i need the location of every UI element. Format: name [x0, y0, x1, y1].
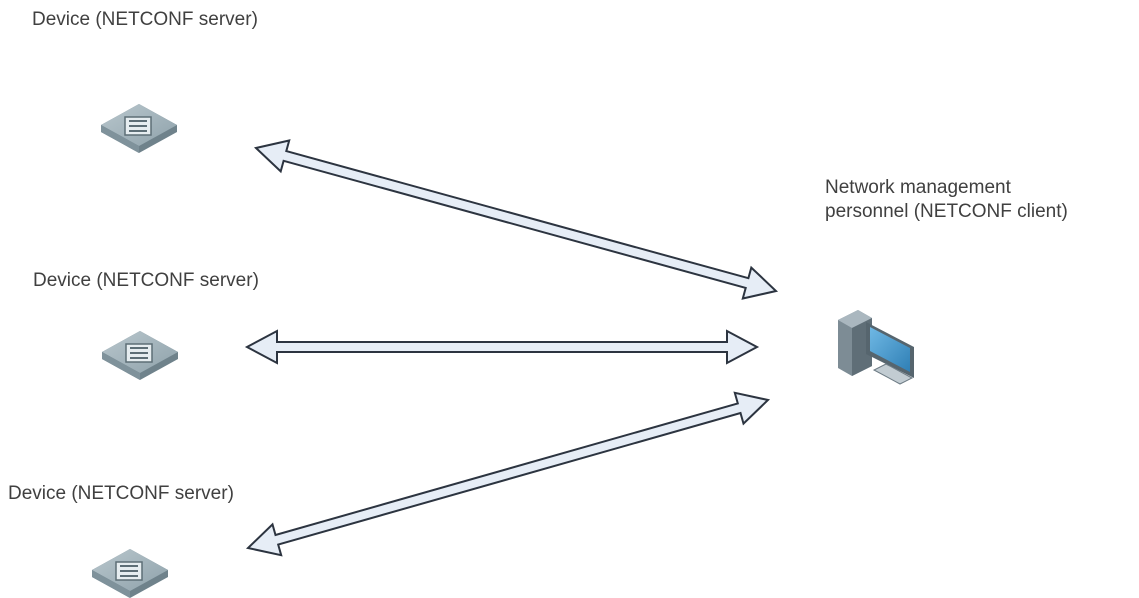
double-arrow-shape — [244, 329, 760, 365]
client-label-line-2: personnel (NETCONF client) — [825, 201, 1068, 222]
client-label: Network management personnel (NETCONF cl… — [825, 176, 1068, 224]
switch-icon — [92, 549, 168, 598]
double-arrow-icon — [244, 329, 760, 365]
computer-icon — [838, 310, 914, 385]
double-arrow-shape — [253, 139, 779, 300]
double-arrow-shape — [245, 391, 771, 557]
device-label-2: Device (NETCONF server) — [33, 270, 259, 291]
switch-icon — [101, 104, 177, 153]
device-label-3: Device (NETCONF server) — [8, 483, 234, 504]
switch-icon — [102, 331, 178, 380]
double-arrow-icon — [253, 139, 779, 300]
device-label-1: Device (NETCONF server) — [32, 9, 258, 30]
double-arrow-icon — [245, 391, 771, 557]
client-label-line-1: Network management — [825, 177, 1011, 198]
